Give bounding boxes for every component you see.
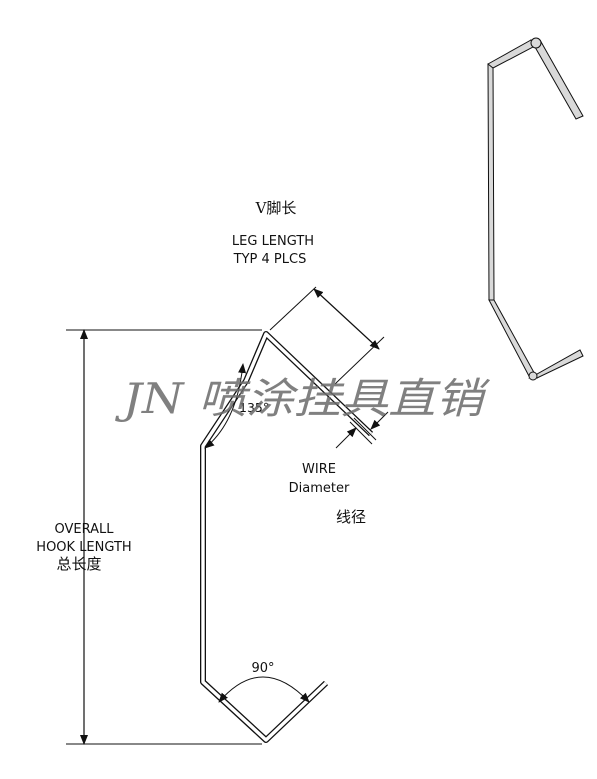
isometric-hook-view (487, 37, 584, 381)
leg-length-cn-label: V脚长 (255, 199, 297, 217)
wire-label: WIRE (302, 462, 336, 477)
angle-90-label: 90° (251, 661, 274, 676)
wire-diameter-label: Diameter (289, 481, 350, 496)
hook-length-label: HOOK LENGTH (36, 540, 131, 555)
angle-90-arc (218, 676, 310, 703)
overall-label: OVERALL (55, 522, 115, 537)
leg-length-dimension (269, 286, 385, 385)
leg-length-typ-label: TYP 4 PLCS (233, 252, 307, 267)
leg-length-label: LEG LENGTH (232, 234, 314, 249)
watermark-text: JN 喷涂挂具直销 (114, 374, 491, 423)
overall-length-dimension (66, 329, 262, 745)
angle-135-arc (204, 363, 247, 449)
angle-135-label: 135° (239, 400, 269, 415)
overall-cn-label: 总长度 (56, 555, 101, 573)
wire-cn-label: 线径 (336, 508, 366, 526)
wire-diameter-dimension (335, 411, 389, 449)
